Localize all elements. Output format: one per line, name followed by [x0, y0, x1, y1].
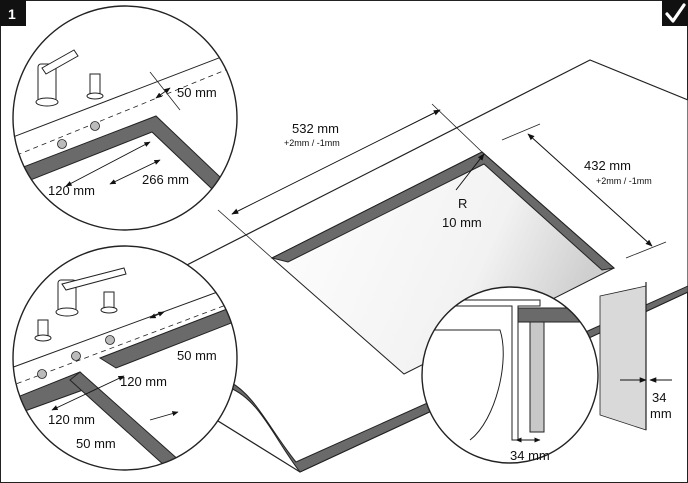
- check-mark-icon: [662, 0, 688, 26]
- bottom-edge-distance: 50 mm: [177, 348, 217, 363]
- faucet-icon: [35, 49, 79, 107]
- side-thickness-unit: mm: [650, 406, 672, 421]
- radius-callout: R 10 mm: [442, 153, 485, 230]
- detail-top-left: 50 mm 120 mm 266 mm: [12, 5, 238, 231]
- bottom-hole-offset: 120 mm: [120, 374, 167, 389]
- top-hole-spacing: 120 mm: [48, 183, 95, 198]
- length-value: 532 mm: [292, 121, 339, 136]
- step-tag: 1: [0, 0, 26, 26]
- top-hole-offset: 266 mm: [142, 172, 189, 187]
- top-edge-distance: 50 mm: [177, 85, 217, 100]
- section-thickness: 34 mm: [510, 448, 550, 463]
- step-number: 1: [8, 6, 16, 22]
- side-thickness-value: 34: [652, 390, 666, 405]
- detail-bottom-left: 50 mm 120 mm 120 mm 50 mm: [12, 245, 238, 471]
- detail-section: 34 mm: [421, 286, 599, 464]
- bottom-hole-spacing: 120 mm: [48, 412, 95, 427]
- length-tolerance: +2mm / -1mm: [284, 138, 340, 148]
- drill-hole-icon: [86, 73, 104, 100]
- faucet-icon: [55, 267, 127, 317]
- side-thickness-callout: 34 mm: [620, 377, 672, 421]
- bottom-rim-width: 50 mm: [76, 436, 116, 451]
- dimension-length: 532 mm +2mm / -1mm: [217, 103, 483, 259]
- width-tolerance: +2mm / -1mm: [596, 176, 652, 186]
- radius-value: 10 mm: [442, 215, 482, 230]
- drill-hole-icon: [34, 291, 118, 342]
- width-value: 432 mm: [584, 158, 631, 173]
- dimension-width: 432 mm +2mm / -1mm: [501, 123, 667, 259]
- radius-symbol: R: [458, 196, 467, 211]
